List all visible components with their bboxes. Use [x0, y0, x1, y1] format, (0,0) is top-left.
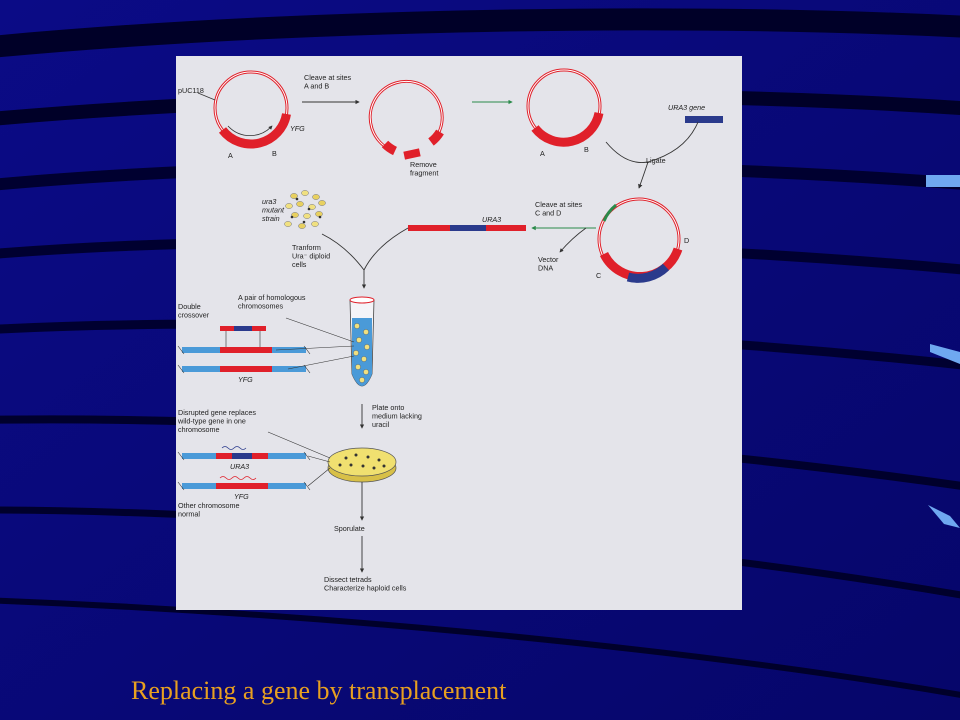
ura3-fragment-label: URA3: [482, 215, 501, 224]
plasmid-pUC118: [213, 70, 291, 149]
plate-onto-label: Plate onto medium lacking uracil: [372, 403, 424, 429]
site-c-label: C: [596, 271, 601, 280]
ura3-chrom-label: URA3: [230, 462, 249, 471]
transplacement-figure: pUC118 YFG A B Cleave at sites A and B R…: [176, 56, 742, 610]
background-streaks: [926, 175, 960, 528]
ura3-gene-bar: [685, 116, 723, 123]
yfg-label-3: YFG: [234, 492, 249, 501]
vector-dna-arrow: [559, 227, 587, 253]
plasmid-label: pUC118: [178, 86, 204, 95]
site-b-label-2: B: [584, 145, 589, 154]
other-chromosome-label: Other chromosome normal: [178, 501, 242, 519]
yfg-label-2: YFG: [238, 375, 253, 384]
vector-dna-label: Vector DNA: [538, 255, 560, 273]
yfg-label-1: YFG: [290, 124, 305, 133]
homologous-pair-label: A pair of homologous chromosomes: [238, 293, 308, 311]
red-wavy-line: [219, 476, 257, 480]
plasmid-with-ura3: [597, 197, 683, 283]
removed-fragment: [403, 148, 421, 160]
site-a-label-2: A: [540, 149, 545, 158]
disrupted-gene-label: Disrupted gene replaces wild-type gene i…: [177, 408, 258, 434]
petri-dish: [327, 447, 397, 483]
remove-fragment-label: Remove fragment: [410, 160, 439, 178]
blue-wavy-line: [221, 446, 247, 450]
cleave-ab-label: Cleave at sites A and B: [304, 73, 353, 91]
chromosome-disrupted: [177, 451, 311, 461]
transform-label: Tranform Ura⁻ diploid cells: [292, 243, 332, 269]
crossover-insert: [220, 326, 266, 347]
chromosome-normal: [177, 481, 311, 491]
ligate-arrow: [605, 121, 699, 188]
plasmid-cut: [368, 79, 444, 160]
ura3-gene-label: URA3 gene: [668, 103, 705, 112]
slide-caption: Replacing a gene by transplacement: [131, 676, 507, 705]
site-b-label-1: B: [272, 149, 277, 158]
homologous-pointer-lines: [275, 317, 355, 370]
plasmid-pointer-line: [197, 92, 216, 101]
sporulate-label: Sporulate: [334, 524, 365, 533]
dissect-tetrads-label: Dissect tetrads Characterize haploid cel…: [324, 575, 407, 593]
plasmid-religated: [526, 68, 604, 147]
double-crossover-label: Double crossover: [178, 302, 210, 320]
site-a-label-1: A: [228, 151, 233, 160]
chromosome-2: [177, 364, 311, 374]
cleave-cd-label: Cleave at sites C and D: [535, 200, 584, 218]
transform-arrows: [321, 227, 409, 288]
ura3-linear-fragment: [408, 225, 526, 231]
site-d-label: D: [684, 236, 689, 245]
mutant-yeast-cells: [284, 190, 326, 229]
chromosome-1: [177, 345, 311, 355]
disrupted-pointer-lines: [267, 431, 331, 487]
test-tube: [349, 296, 375, 387]
mutant-strain-label: ura3 mutant strain: [262, 197, 286, 223]
ligate-label: Ligate: [646, 156, 666, 165]
